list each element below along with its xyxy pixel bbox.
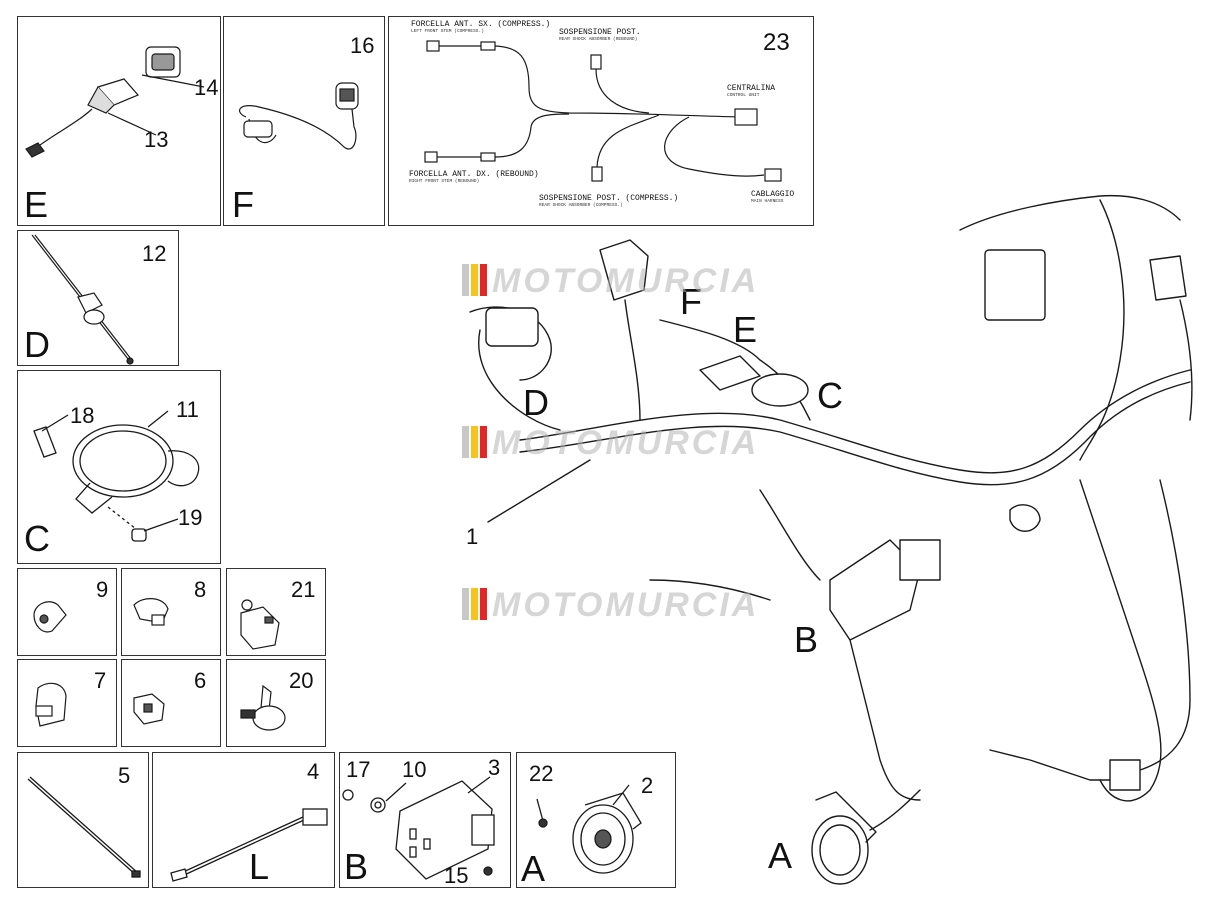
panel-6[interactable]: 6: [121, 659, 221, 747]
part-number-22: 22: [529, 761, 554, 786]
part-number-1: 1: [466, 524, 479, 549]
label-rear-compress-sub: REAR SHOCK ABSORBER (COMPRESS.): [539, 203, 623, 208]
panel-letter-A: A: [521, 848, 546, 889]
part-20-drawing: [240, 684, 286, 731]
part-number-11: 11: [176, 397, 199, 422]
panel-5[interactable]: 5: [17, 752, 149, 888]
label-main-harness: CABLAGGIO: [751, 190, 795, 199]
part-number-16: 16: [350, 33, 375, 58]
label-fork-left: FORCELLA ANT. SX. (COMPRESS.): [411, 20, 551, 29]
main-label-F: F: [680, 281, 702, 322]
part-21-drawing: [240, 599, 280, 650]
label-rear-rebound: SOSPENSIONE POST.: [559, 28, 641, 37]
label-control-unit: CENTRALINA: [727, 84, 776, 93]
part-number-20: 20: [289, 668, 314, 693]
watermark-flag-icon: [462, 588, 487, 620]
panel-B[interactable]: 17 10 3 15 B: [339, 752, 511, 888]
part-number-5: 5: [118, 763, 131, 788]
panel-L[interactable]: 4 L: [152, 752, 335, 888]
part-number-3: 3: [488, 755, 501, 780]
part-number-10: 10: [402, 757, 427, 782]
part-13-14-drawing: [25, 46, 205, 158]
panel-E[interactable]: 14 13 E: [17, 16, 221, 226]
panel-21[interactable]: 21: [226, 568, 326, 656]
part-number-7: 7: [94, 668, 107, 693]
panel-letter-F: F: [232, 184, 254, 225]
part-number-9: 9: [96, 577, 109, 602]
part-9-drawing: [33, 601, 67, 633]
panel-letter-B: B: [344, 846, 369, 887]
main-label-C: C: [817, 375, 843, 416]
panel-C[interactable]: 18 11 19 C: [17, 370, 221, 564]
part-number-17: 17: [346, 757, 371, 782]
panel-8[interactable]: 8: [121, 568, 221, 656]
panel-D[interactable]: 12 D: [17, 230, 179, 366]
label-fork-right: FORCELLA ANT. DX. (REBOUND): [409, 170, 539, 179]
part-5-drawing: [27, 776, 141, 878]
watermark-text: MOTOMURCIA: [492, 424, 760, 462]
main-label-A: A: [768, 835, 793, 876]
part-11-18-19-drawing: [33, 410, 200, 542]
label-main-harness-sub: MAIN HARNESS: [751, 199, 784, 204]
panel-letter-L: L: [249, 846, 270, 887]
panel-20[interactable]: 20: [226, 659, 326, 747]
watermark-flag-icon: [462, 264, 487, 296]
part-number-21: 21: [291, 577, 316, 602]
panel-9[interactable]: 9: [17, 568, 117, 656]
main-label-B: B: [794, 619, 819, 660]
part-12-drawing: [31, 234, 134, 365]
panel-letter-E: E: [24, 184, 49, 225]
watermark-flag-icon: [462, 426, 487, 458]
part-number-2: 2: [641, 773, 654, 798]
part-number-23: 23: [763, 29, 790, 56]
main-label-E: E: [733, 309, 758, 350]
watermark-text: MOTOMURCIA: [492, 262, 760, 300]
part-number-4: 4: [307, 759, 320, 784]
panel-letter-D: D: [24, 324, 50, 365]
part-number-6: 6: [194, 668, 207, 693]
label-rear-rebound-sub: REAR SHOCK ABSORBER (REBOUND): [559, 37, 638, 42]
panel-7[interactable]: 7: [17, 659, 117, 747]
part-8-drawing: [133, 598, 169, 626]
part-7-drawing: [35, 682, 67, 727]
part-number-14: 14: [194, 75, 219, 100]
label-rear-compress: SOSPENSIONE POST. (COMPRESS.): [539, 194, 679, 203]
part-4-drawing: [170, 808, 328, 882]
label-control-unit-sub: CONTROL UNIT: [727, 93, 760, 98]
label-fork-left-sub: LEFT FRONT STEM (COMPRESS.): [411, 29, 484, 34]
part-2-22-drawing: [536, 784, 642, 874]
part-number-19: 19: [178, 505, 203, 530]
part-number-12: 12: [142, 241, 167, 266]
part-number-8: 8: [194, 577, 207, 602]
part-number-18: 18: [70, 403, 95, 428]
part-6-drawing: [133, 693, 165, 725]
label-fork-right-sub: RIGHT FRONT STEM (REBOUND): [409, 179, 480, 184]
part-16-drawing: [238, 82, 359, 150]
part-number-13: 13: [144, 127, 169, 152]
suspension-harness-drawing: [424, 40, 782, 182]
panel-23[interactable]: 23 FORCELLA ANT. SX. (COMPRESS.) LEFT FR…: [388, 16, 814, 226]
panel-letter-C: C: [24, 518, 50, 559]
main-label-D: D: [523, 382, 549, 423]
panel-A[interactable]: 22 2 A: [516, 752, 676, 888]
part-3-10-15-17-drawing: [342, 776, 495, 880]
watermark-text: MOTOMURCIA: [492, 586, 760, 624]
part-number-15: 15: [444, 863, 469, 888]
panel-F[interactable]: 16 F: [223, 16, 385, 226]
